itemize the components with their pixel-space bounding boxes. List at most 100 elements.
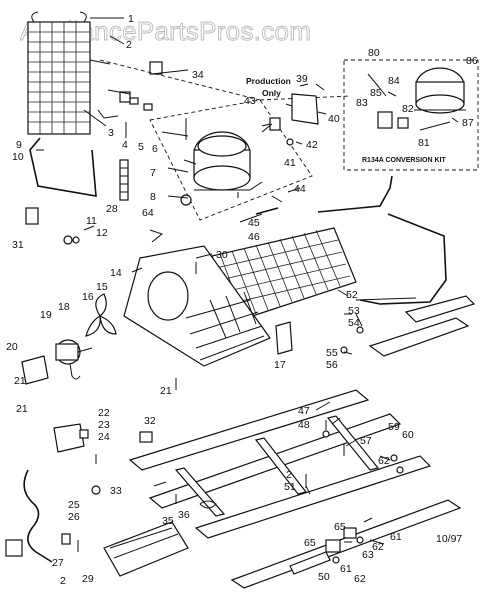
part-62-fitting — [356, 536, 364, 544]
refrigerant-tubing — [317, 175, 447, 305]
part-29-drain-pan — [103, 521, 189, 577]
callout-63: 63 — [362, 549, 374, 561]
part-55-clip — [340, 346, 348, 354]
part-50-tube — [289, 551, 331, 575]
part-17-bracket — [275, 321, 293, 355]
callout-30: 30 — [216, 249, 228, 261]
callout-29: 29 — [82, 573, 94, 585]
part-32-clip — [139, 431, 153, 443]
callout-2: 2 — [126, 39, 132, 51]
part-28-bracket — [119, 159, 129, 201]
revision-date: 10/97 — [436, 533, 462, 545]
callout-51: 51 — [284, 481, 296, 493]
leader-lines — [36, 17, 391, 545]
callout-19: 19 — [40, 309, 52, 321]
callout-62c: 62 — [354, 573, 366, 585]
svg-text:Only: Only — [262, 88, 281, 98]
callout-22: 22 — [98, 407, 110, 419]
callout-61b: 61 — [340, 563, 352, 575]
part-5-clip — [143, 103, 153, 111]
callout-83: 83 — [356, 97, 368, 109]
callout-12: 12 — [96, 227, 108, 239]
callout-27: 27 — [52, 557, 64, 569]
callout-36: 36 — [178, 509, 190, 521]
callout-35: 35 — [162, 515, 174, 527]
part-25-grommet — [91, 485, 101, 495]
callout-62b: 62 — [372, 541, 384, 553]
svg-text:Production: Production — [246, 76, 291, 86]
callout-55: 55 — [326, 347, 338, 359]
callout-45: 45 — [248, 217, 260, 229]
callout-23: 23 — [98, 419, 110, 431]
callout-53: 53 — [348, 305, 360, 317]
callout-24: 24 — [98, 431, 110, 443]
base-frame — [128, 389, 462, 589]
callout-43: 43 — [244, 95, 256, 107]
callout-labels: 1 2 3 4 5 6 7 8 9 10 11 12 14 15 16 17 1… — [6, 13, 478, 587]
callout-60: 60 — [402, 429, 414, 441]
callout-59: 59 — [388, 421, 400, 433]
callout-57: 57 — [360, 435, 372, 447]
callout-2-bottom: 2 — [60, 575, 66, 587]
callout-64: 64 — [142, 207, 154, 219]
callout-6: 6 — [152, 143, 158, 155]
callout-47: 47 — [298, 405, 310, 417]
part-41-overload — [261, 117, 281, 131]
conversion-kit-box: R134A CONVERSION KIT — [343, 59, 479, 171]
part-20-bracket — [21, 355, 49, 385]
callout-15: 15 — [96, 281, 108, 293]
callout-87: 87 — [462, 117, 474, 129]
callout-17: 17 — [274, 359, 286, 371]
callout-1: 1 — [128, 13, 134, 25]
callout-46: 46 — [248, 231, 260, 243]
callout-81: 81 — [418, 137, 430, 149]
callout-2-lower: 2 — [286, 469, 292, 481]
callout-86: 86 — [466, 55, 478, 67]
callout-65a: 65 — [304, 537, 316, 549]
callout-84: 84 — [388, 75, 400, 87]
callout-21c: 21 — [160, 385, 172, 397]
evaporator-heater-wire — [29, 137, 97, 197]
callout-65b: 65 — [334, 521, 346, 533]
part-59-foot — [390, 454, 398, 462]
callout-3: 3 — [108, 127, 114, 139]
callout-48: 48 — [298, 419, 310, 431]
callout-42: 42 — [306, 139, 318, 151]
callout-16: 16 — [82, 291, 94, 303]
compressor-outline — [149, 99, 313, 221]
part-54-grommet — [356, 326, 364, 334]
callout-20: 20 — [6, 341, 18, 353]
kit-note: R134A CONVERSION KIT — [362, 157, 446, 164]
callout-21b: 21 — [16, 403, 28, 415]
callout-56: 56 — [326, 359, 338, 371]
part-8-grommet — [180, 194, 192, 206]
callout-10: 10 — [12, 151, 24, 163]
callout-31: 31 — [12, 239, 24, 251]
condenser-coil — [211, 227, 357, 323]
part-27-clip — [61, 533, 71, 545]
part-22-junction-box — [53, 423, 89, 453]
callout-11: 11 — [86, 215, 97, 227]
part-31-label — [25, 207, 39, 225]
part-36-clip — [199, 500, 217, 509]
part-60-foot — [396, 466, 404, 474]
callout-5: 5 — [138, 141, 144, 153]
callout-44: 44 — [294, 183, 306, 195]
callout-41: 41 — [284, 157, 296, 169]
evaporator-coil — [27, 11, 91, 135]
callout-62a: 62 — [378, 455, 390, 467]
part-3-clip — [119, 91, 139, 105]
part-33-screw — [153, 481, 167, 487]
callout-40: 40 — [328, 113, 340, 125]
callout-28: 28 — [106, 203, 118, 215]
callout-21a: 21 — [14, 375, 26, 387]
fan-shroud — [123, 245, 271, 367]
callout-18: 18 — [58, 301, 70, 313]
part-18-fan-motor — [55, 339, 93, 380]
callout-61a: 61 — [390, 531, 402, 543]
callout-7: 7 — [150, 167, 156, 179]
callout-26: 26 — [68, 511, 80, 523]
part-63-nut — [363, 517, 373, 523]
callout-34: 34 — [192, 69, 204, 81]
